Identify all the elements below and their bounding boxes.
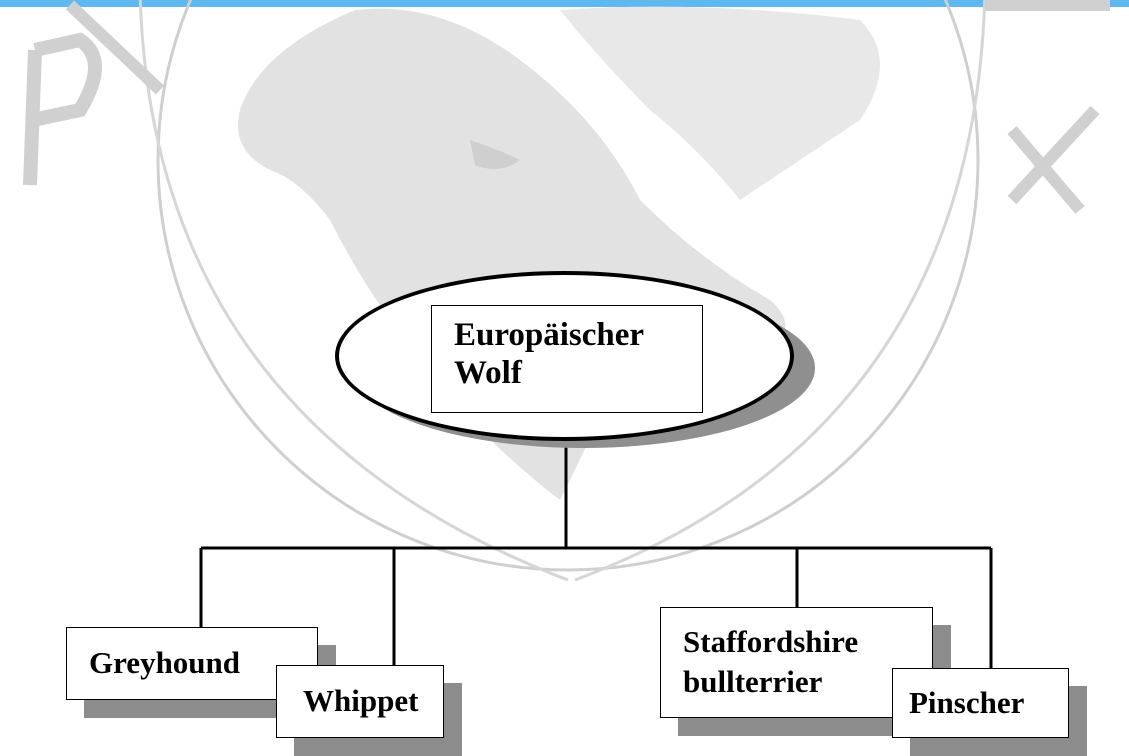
node-whippet: Whippet: [276, 665, 444, 738]
node-greyhound: Greyhound: [66, 627, 318, 700]
node-staffordshire-bullterrier: Staffordshire bullterrier: [660, 607, 933, 718]
node-pinscher: Pinscher: [892, 668, 1069, 738]
root-node-label: Europäischer Wolf: [431, 305, 703, 413]
top-accent-bar: [0, 0, 1129, 7]
